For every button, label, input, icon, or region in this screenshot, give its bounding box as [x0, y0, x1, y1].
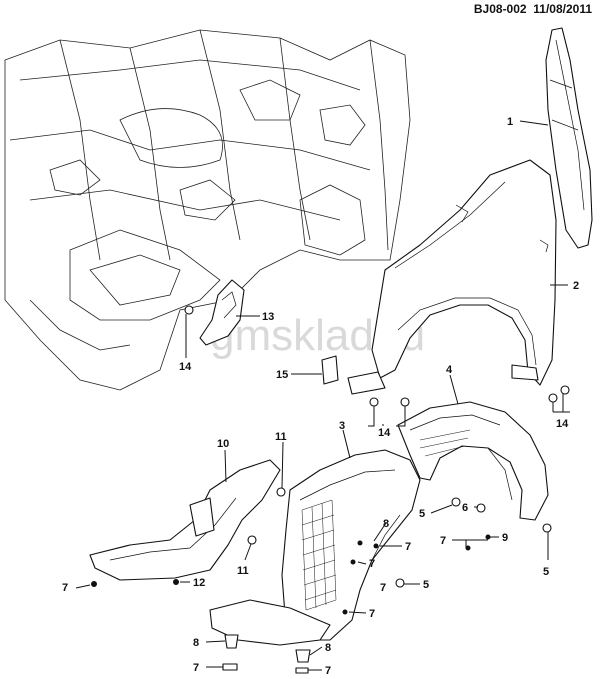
callout-11a: 11	[275, 431, 287, 443]
callout-7c: 7	[369, 558, 375, 570]
callout-5a: 5	[419, 508, 425, 520]
part-1-pillar-panel	[545, 27, 593, 249]
callout-7e: 7	[440, 535, 446, 547]
callout-10: 10	[217, 438, 229, 450]
callout-9: 9	[502, 532, 508, 544]
callout-14b: 14	[378, 427, 391, 439]
diagram-header: BJ08-002 11/08/2011	[474, 2, 592, 16]
callout-7d: 7	[369, 608, 375, 620]
callout-8c: 8	[325, 642, 331, 654]
callout-6: 6	[462, 502, 468, 514]
callout-14c: 14	[556, 418, 569, 430]
body-frame-illustration	[4, 29, 411, 391]
diagram-code: BJ08-002	[473, 2, 527, 16]
part-10-splash-shield	[89, 459, 281, 581]
callout-7b: 7	[405, 541, 411, 553]
callout-8b: 8	[193, 637, 199, 649]
callout-4: 4	[446, 364, 453, 376]
callout-14a: 14	[179, 361, 192, 373]
callout-7a: 7	[62, 582, 68, 594]
callout-7f: 7	[193, 662, 199, 674]
callout-11b: 11	[237, 565, 249, 577]
callout-15: 15	[276, 369, 288, 381]
part-3-wheelhouse-liner	[209, 449, 421, 646]
callout-5c: 5	[543, 566, 549, 578]
leader-lines	[75, 120, 570, 671]
callout-7g: 7	[325, 665, 331, 677]
callout-2: 2	[573, 280, 579, 292]
callout-1: 1	[507, 116, 513, 128]
callout-8a: 8	[383, 518, 389, 530]
part-13-bracket	[199, 279, 245, 346]
callout-7h: 7	[380, 582, 386, 594]
callout-12: 12	[193, 577, 205, 589]
part-2-front-fender	[371, 159, 557, 386]
callout-5b: 5	[423, 579, 429, 591]
callout-labels: 1 2 3 4 5 5 5 6 7 7 7 7 7 7 7 7 8 8 8 9 …	[62, 116, 579, 677]
part-15-bracket	[321, 355, 339, 385]
fasteners	[91, 305, 570, 674]
part-4-wheelhouse-liner	[397, 401, 549, 521]
callout-3: 3	[339, 420, 345, 432]
diagram-date: 11/08/2011	[533, 2, 592, 16]
fender-lower-bracket	[347, 371, 386, 395]
callout-13: 13	[262, 311, 274, 323]
